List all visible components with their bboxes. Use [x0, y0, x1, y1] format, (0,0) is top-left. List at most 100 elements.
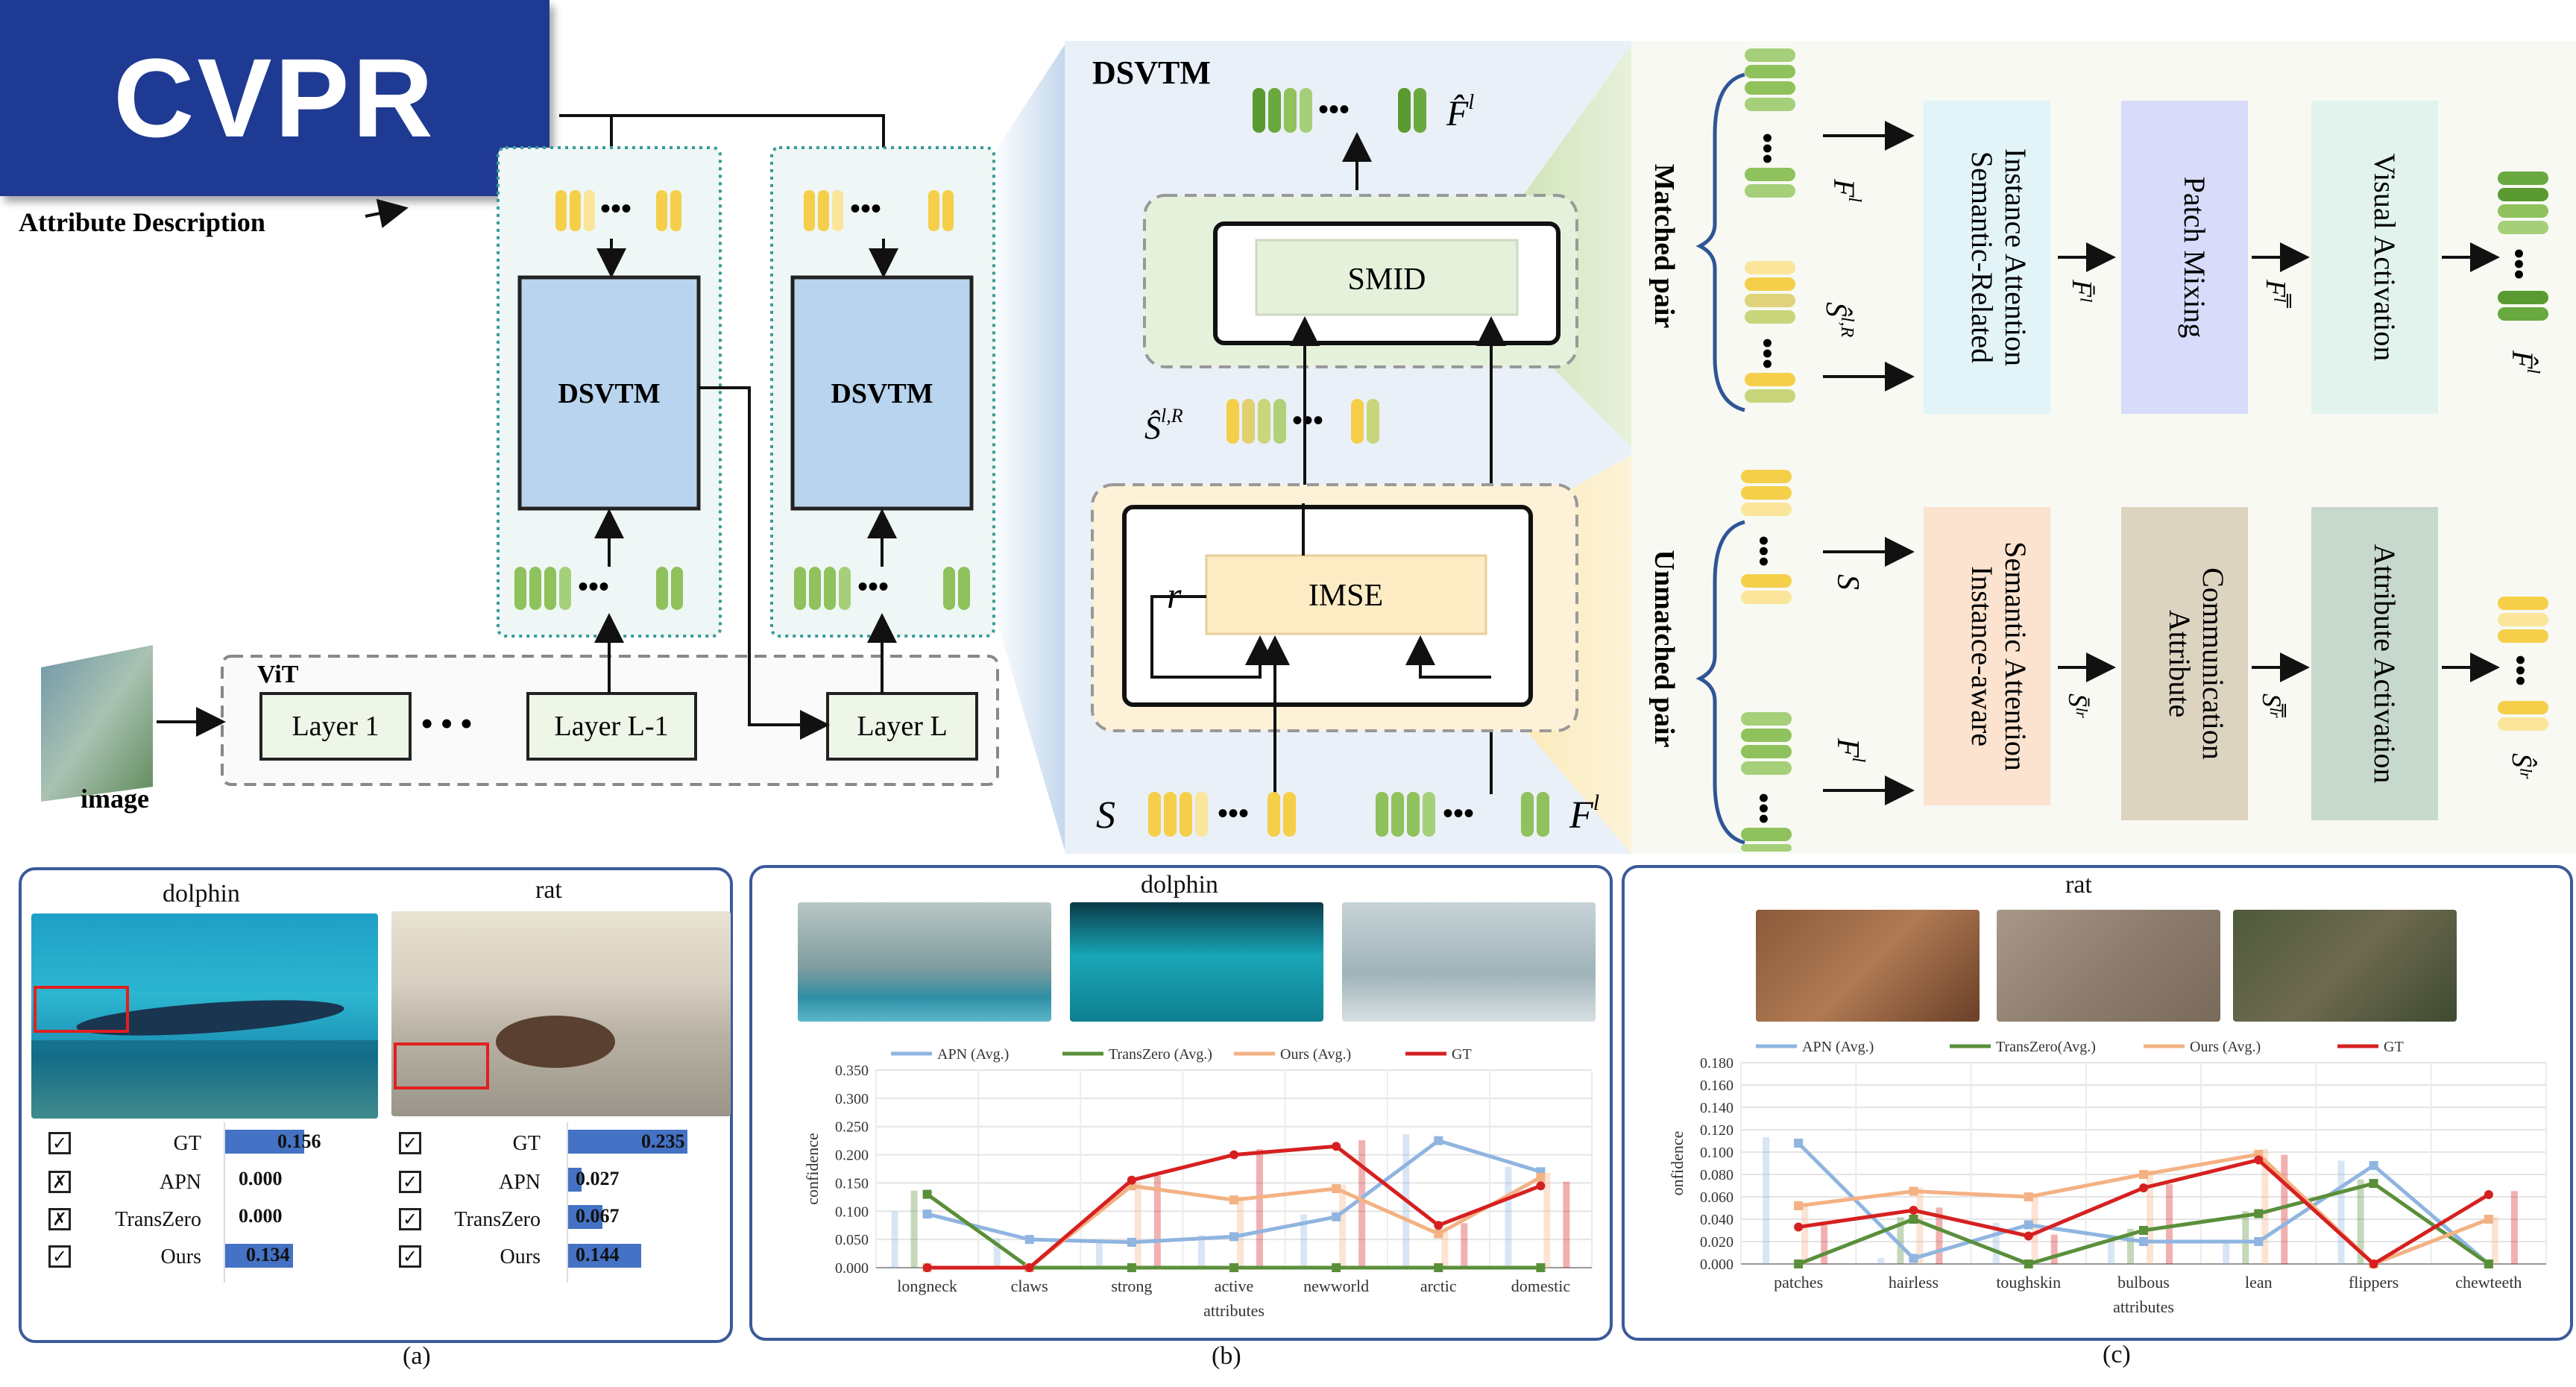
bar-value: 0.000 [239, 1168, 283, 1189]
ac-box [2121, 507, 2248, 820]
aa-output-label: Ŝˡʳ [2506, 753, 2537, 779]
legend-label: TransZero(Avg.) [1996, 1039, 2096, 1055]
data-point [2254, 1209, 2264, 1218]
y-tick-label: 0.150 [835, 1175, 869, 1192]
x-tick-label: longneck [897, 1277, 957, 1295]
matched-f-label: Fl [1827, 178, 1864, 202]
x-tick-label: newworld [1303, 1277, 1369, 1295]
matched-f-tokens: ••• [1745, 48, 1795, 198]
x-tick-label: strong [1111, 1277, 1152, 1295]
data-point [1434, 1136, 1443, 1145]
data-point [1536, 1263, 1546, 1272]
data-point [1229, 1263, 1238, 1272]
unmatched-s-label: S [1830, 574, 1865, 590]
x-axis-label: attributes [2113, 1298, 2174, 1316]
matched-brace [1695, 72, 1745, 412]
data-point [2139, 1170, 2148, 1179]
instance-bar [1877, 1258, 1885, 1264]
y-tick-label: 0.050 [835, 1232, 869, 1248]
layer-1-box [259, 692, 412, 761]
x-tick-label: arctic [1420, 1277, 1457, 1295]
data-point [1127, 1237, 1136, 1247]
imse-box [1205, 554, 1487, 635]
cross-icon: ✗ [48, 1208, 71, 1230]
data-point [2139, 1226, 2148, 1235]
bar-axis [224, 1122, 225, 1283]
y-tick-label: 0.100 [1700, 1145, 1733, 1161]
bar-value: 0.000 [239, 1205, 283, 1227]
bar-value: 0.134 [246, 1244, 290, 1265]
svg-text:•••: ••• [1751, 133, 1784, 164]
instance-bar [1300, 1214, 1308, 1268]
layer-l-1-label: Layer L-1 [555, 711, 669, 742]
data-point [2139, 1237, 2148, 1246]
va-output-label: F̂l [2506, 350, 2542, 374]
s-label: S [1096, 794, 1115, 837]
dsvtm-block-2-label: DSVTM [831, 378, 933, 409]
fhat-tokens: ••• [1253, 88, 1426, 133]
layer-ellipsis: • • • [421, 705, 472, 742]
legend-label: Ours (Avg.) [1280, 1046, 1351, 1063]
bar-value: 0.144 [576, 1244, 620, 1265]
patch-mixing-label: Patch Mixing [2178, 177, 2211, 339]
instance-bar [2031, 1193, 2038, 1264]
svg-text:•••: ••• [1747, 535, 1780, 567]
bar-transzero-rat [568, 1205, 602, 1229]
y-axis-label: confidence [803, 1133, 822, 1205]
y-tick-label: 0.300 [835, 1091, 869, 1107]
isa-box [1924, 507, 2050, 805]
data-point [1536, 1181, 1546, 1191]
data-point [1909, 1186, 1918, 1196]
bar-ours-dolphin [225, 1244, 293, 1268]
instance-bar [2281, 1154, 2288, 1264]
data-point [1794, 1139, 1804, 1148]
legend-label: APN (Avg.) [937, 1046, 1009, 1063]
data-point [1909, 1215, 1918, 1224]
sra-label: Semantic-Related [1965, 151, 1999, 363]
data-point [1794, 1259, 1804, 1268]
instance-bar [1505, 1166, 1512, 1268]
visual-activation-box [2311, 101, 2438, 414]
data-point [922, 1189, 932, 1199]
cvpr-label: CVPR [113, 35, 436, 160]
panel-a-rat-title: rat [535, 876, 562, 904]
instance-bar [993, 1238, 1001, 1268]
svg-text:•••: ••• [850, 192, 881, 225]
instance-bar [1897, 1217, 1904, 1264]
data-point [1024, 1263, 1034, 1272]
bar-value: 0.027 [576, 1168, 620, 1189]
y-tick-label: 0.200 [835, 1148, 869, 1164]
bar-apn-rat [568, 1168, 582, 1192]
y-tick-label: 0.160 [1700, 1078, 1733, 1094]
bar-axis [567, 1122, 568, 1283]
data-point [1794, 1201, 1804, 1210]
dolphin-bbox [34, 986, 129, 1033]
data-point [1229, 1195, 1238, 1205]
layer-l-label: Layer L [857, 711, 947, 742]
sbar-label-1: S̄ˡʳ [2063, 694, 2093, 718]
yellow-tokens-1: ••• [555, 190, 681, 231]
instance-bar [1992, 1222, 2000, 1264]
matched-shat-label: Ŝl,R [1820, 302, 1857, 338]
row-label: TransZero [454, 1208, 541, 1231]
dolphin-photo-1 [798, 902, 1051, 1022]
y-tick-label: 0.000 [835, 1260, 869, 1277]
instance-bar [2108, 1240, 2114, 1264]
svg-text:•••: ••• [1318, 92, 1350, 126]
bar-ours-rat [568, 1244, 641, 1268]
s-tokens: ••• [1148, 792, 1296, 837]
x-tick-label: active [1215, 1277, 1254, 1295]
instance-bar [1339, 1184, 1347, 1268]
svg-text:•••: ••• [578, 570, 609, 603]
smid-box [1255, 239, 1519, 316]
sra-box [1924, 101, 2050, 414]
smid-label: SMID [1347, 262, 1426, 297]
x-tick-label: toughskin [1996, 1273, 2061, 1292]
unmatched-pair-label: Unmatched pair [1648, 550, 1680, 748]
svg-text:•••: ••• [1218, 796, 1249, 830]
panel-a-label: (a) [403, 1342, 431, 1370]
check-icon: ✓ [48, 1245, 71, 1268]
dsvtm-detail-title: DSVTM [1092, 54, 1211, 91]
panel-c-label: (c) [2103, 1341, 2131, 1368]
y-tick-label: 0.350 [835, 1063, 869, 1079]
